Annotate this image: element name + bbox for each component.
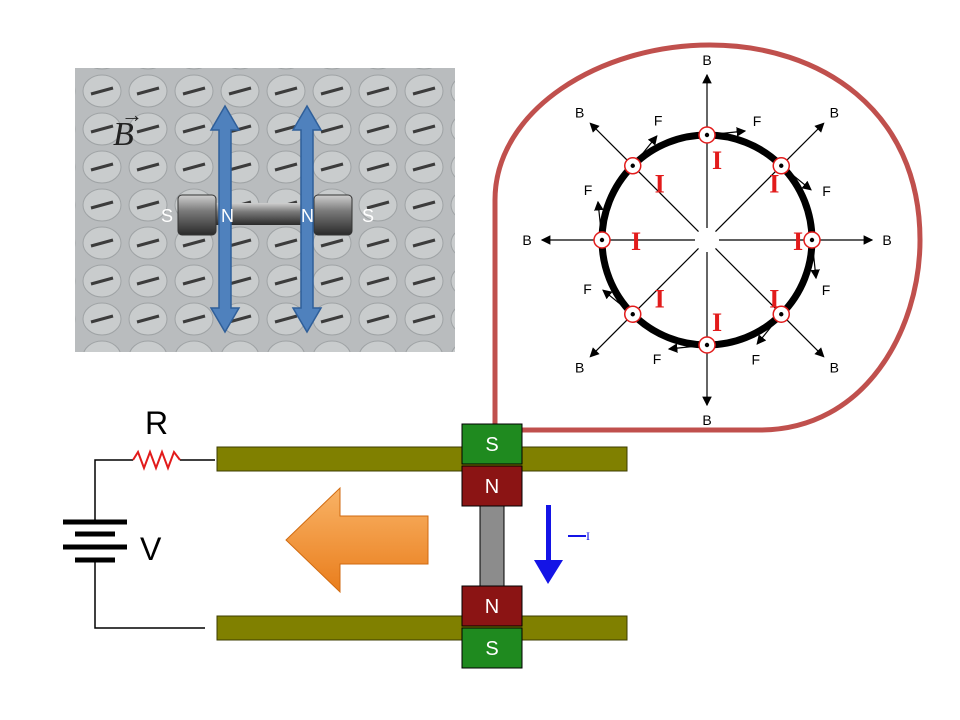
current-marker-dot	[779, 312, 784, 317]
current-label: I	[712, 146, 722, 175]
bottom-rail	[216, 615, 628, 641]
resistor-symbol	[132, 449, 181, 471]
field-vector	[589, 248, 699, 358]
force-vector-label: F	[653, 351, 662, 367]
current-marker-dot	[809, 237, 815, 243]
current-arrow	[534, 505, 563, 584]
field-vector-label: B	[830, 105, 839, 121]
field-vector-label: B	[702, 412, 711, 428]
callout-bubble	[492, 42, 923, 433]
current-marker-dot	[704, 132, 710, 138]
current-marker-dot	[630, 312, 635, 317]
field-vector	[589, 122, 699, 232]
current-marker-dot	[704, 342, 710, 348]
magnet-photo: →B S N N S	[75, 68, 455, 352]
field-vector-label: B	[702, 52, 711, 68]
motion-arrow	[285, 486, 429, 594]
field-vector	[715, 122, 825, 232]
resistor-label: R	[145, 405, 168, 441]
force-diagram: B F I B F I B F I B F I B F I B F I B F I B F I	[522, 52, 891, 428]
current-label: I	[712, 308, 722, 337]
left-magnet-outer-pole: S	[161, 206, 174, 226]
force-vector-label: F	[584, 182, 593, 198]
current-label: I	[631, 227, 641, 256]
current-marker-dot	[599, 237, 605, 243]
top-magnet-lower-label: N	[485, 476, 499, 498]
top-magnet-south	[461, 423, 523, 465]
force-vector-label: F	[753, 113, 762, 129]
current-label: I	[769, 284, 779, 313]
right-magnet-outer-pole: S	[362, 206, 375, 226]
current-label: I	[655, 284, 665, 313]
axle	[479, 505, 505, 587]
bottom-magnet-lower-label: S	[485, 638, 498, 660]
battery-symbol	[63, 519, 127, 563]
top-rail	[216, 446, 628, 472]
current-marker-dot	[779, 163, 784, 168]
right-magnet-inner-pole: N	[301, 206, 314, 226]
field-vector-label: B	[522, 232, 531, 248]
field-vector	[715, 248, 825, 358]
force-vector-label: F	[583, 281, 592, 297]
current-label: I	[769, 170, 779, 199]
voltage-label: V	[140, 531, 162, 567]
current-arrow-label: I	[586, 529, 590, 543]
field-vector-label: B	[882, 232, 891, 248]
force-vector-label: F	[752, 352, 761, 368]
circuit-wires	[94, 459, 215, 629]
compass-grid	[75, 68, 455, 352]
field-vector-symbol: →B	[113, 102, 143, 153]
top-magnet-north	[461, 465, 523, 507]
current-label: I	[793, 227, 803, 256]
bottom-magnet-upper-label: N	[485, 596, 499, 618]
force-vector-label: F	[822, 183, 831, 199]
field-vector-label: B	[575, 105, 584, 121]
force-vector-label: F	[654, 112, 663, 128]
force-vector-label: F	[822, 282, 831, 298]
top-magnet-upper-label: S	[485, 434, 498, 456]
left-magnet-inner-pole: N	[221, 206, 234, 226]
current-label: I	[655, 170, 665, 199]
field-vector-label: B	[575, 359, 584, 375]
bottom-magnet-south	[461, 627, 523, 669]
field-vector-label: B	[830, 359, 839, 375]
bottom-magnet-north	[461, 585, 523, 627]
current-marker-dot	[630, 163, 635, 168]
